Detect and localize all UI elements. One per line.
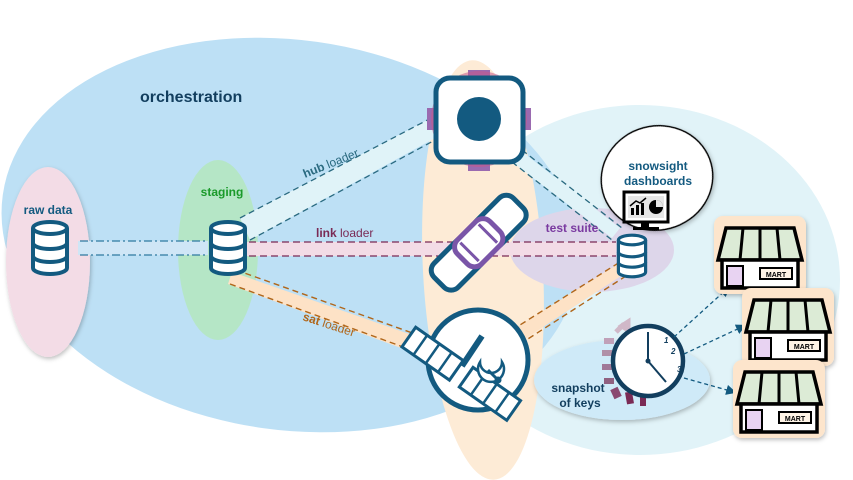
- mart-store-icon-3: MART: [733, 360, 825, 438]
- test-suite-label: test suite: [546, 221, 599, 235]
- snapshot-arrows-icon: [602, 317, 646, 406]
- svg-text:MART: MART: [766, 272, 787, 279]
- orchestration-title: orchestration: [140, 89, 242, 106]
- hub-loader-connector: [239, 115, 623, 241]
- hub-icon: [427, 70, 531, 171]
- link-loader-connector: [238, 241, 616, 257]
- staging-label: staging: [201, 185, 244, 199]
- mart-arrows: [673, 286, 747, 395]
- snapshot-label-line2: of keys: [559, 396, 601, 410]
- raw-data-database-icon: [31, 220, 69, 276]
- snowsight-label-line1: snowsight: [628, 159, 687, 173]
- link-icon: [428, 192, 529, 293]
- test-suite-database-icon: [616, 233, 648, 279]
- link-loader-label: link loader: [316, 226, 373, 240]
- snowsight-label-line2: dashboards: [624, 174, 692, 188]
- mart-store-icon-2: MART: [742, 288, 834, 366]
- clock-number-1: 1: [664, 336, 669, 345]
- satellite-icon: [399, 307, 531, 423]
- snapshot-label-line1: snapshot: [551, 381, 604, 395]
- sat-loader-connector: [228, 261, 627, 358]
- staging-database-icon: [209, 220, 247, 276]
- raw-to-staging-connector: [78, 240, 208, 256]
- clock-icon: 1 2 3: [610, 323, 686, 399]
- dashboard-monitor-icon: [622, 190, 670, 230]
- raw-data-label: raw data: [24, 203, 73, 217]
- mart-store-icon-1: MART: [714, 216, 806, 294]
- svg-text:MART: MART: [785, 416, 806, 423]
- clock-number-3: 3: [677, 365, 682, 374]
- svg-text:MART: MART: [794, 344, 815, 351]
- clock-number-2: 2: [670, 347, 676, 356]
